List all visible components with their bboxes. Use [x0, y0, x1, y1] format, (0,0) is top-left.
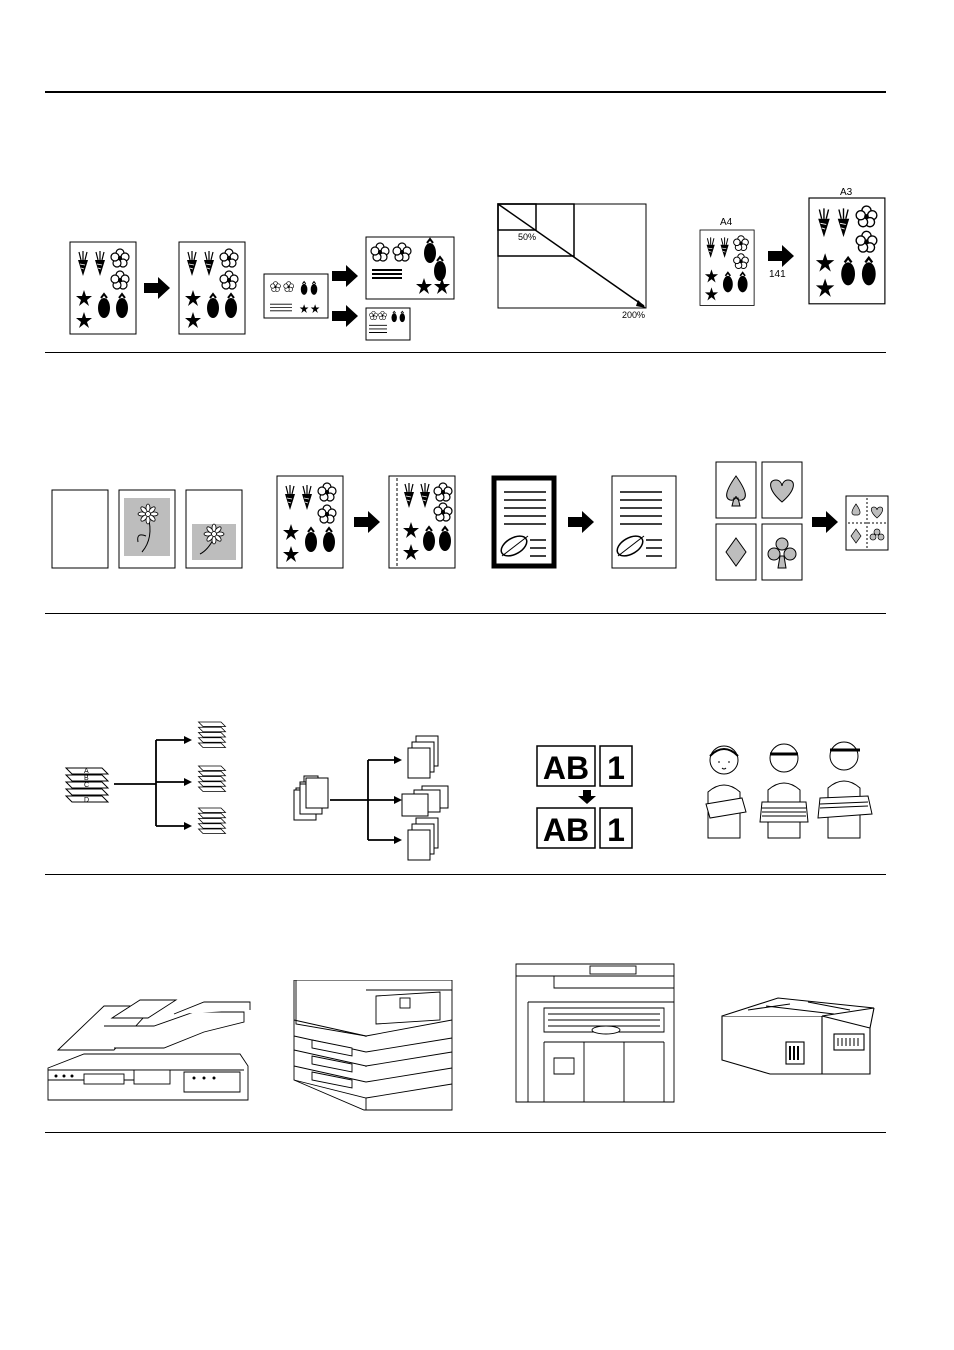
top-rule [45, 91, 886, 93]
document-processor-icon [47, 999, 251, 1101]
paper-feeder-icon [293, 979, 453, 1111]
zoom-range-figure: 50% 200% [496, 202, 656, 324]
ratio-label: 141 [769, 269, 786, 280]
source-size-label: A4 [720, 217, 733, 228]
sort-letter-b: B [84, 775, 89, 782]
finisher-icon [515, 963, 675, 1103]
sort-figure: A B C D [60, 718, 240, 842]
page-stack-icon [293, 735, 449, 861]
target-size-label: A3 [840, 187, 853, 198]
sort-letter-c: C [84, 782, 89, 789]
option-box-icon [721, 997, 875, 1075]
row1-rule [45, 352, 886, 353]
flower-photo-icon [51, 489, 243, 569]
reduce-enlarge-figure [262, 234, 462, 344]
margin-shift-figure [276, 474, 460, 572]
border-erase-icon [491, 475, 677, 569]
paper-size-enlarge-icon: A4 141 A3 [696, 187, 886, 334]
overlay-number-bottom: 1 [607, 812, 625, 848]
overlay-text-icon: AB 1 AB 1 [536, 745, 633, 849]
a4-to-a3-figure: A4 141 A3 [696, 184, 886, 334]
sort-letter-a: A [84, 768, 89, 775]
row3-rule [45, 874, 886, 875]
paper-feeder-figure [292, 979, 456, 1120]
overlay-text-bottom: AB [543, 812, 589, 848]
form-overlay-figure: AB 1 AB 1 [536, 744, 636, 852]
overlay-text-top: AB [543, 750, 589, 786]
job-accounting-figure [696, 738, 878, 842]
combine-figure [712, 460, 892, 586]
copy-same-size-figure [68, 240, 248, 336]
card-suit-icon [715, 461, 889, 581]
zoom-sheets-icon [263, 236, 455, 341]
zoom-min-label: 50% [518, 232, 536, 242]
document-processor-figure [44, 996, 254, 1104]
margin-shift-icon [276, 475, 456, 569]
vegetable-sheet-icon [68, 240, 248, 336]
zoom-max-label: 200% [622, 310, 645, 320]
row4-rule [45, 1132, 886, 1133]
border-erase-figure [490, 474, 680, 572]
sort-stack-icon: A B C D [64, 721, 227, 834]
row2-rule [45, 613, 886, 614]
sort-letter-d: D [84, 797, 89, 804]
offset-figure [290, 732, 460, 864]
finisher-figure [514, 962, 676, 1104]
option-box-figure [718, 994, 878, 1076]
overlay-number-top: 1 [607, 750, 625, 786]
image-quality-figure [50, 488, 246, 572]
zoom-diagonal-icon: 50% 200% [497, 203, 647, 320]
people-with-papers-icon [705, 741, 873, 839]
